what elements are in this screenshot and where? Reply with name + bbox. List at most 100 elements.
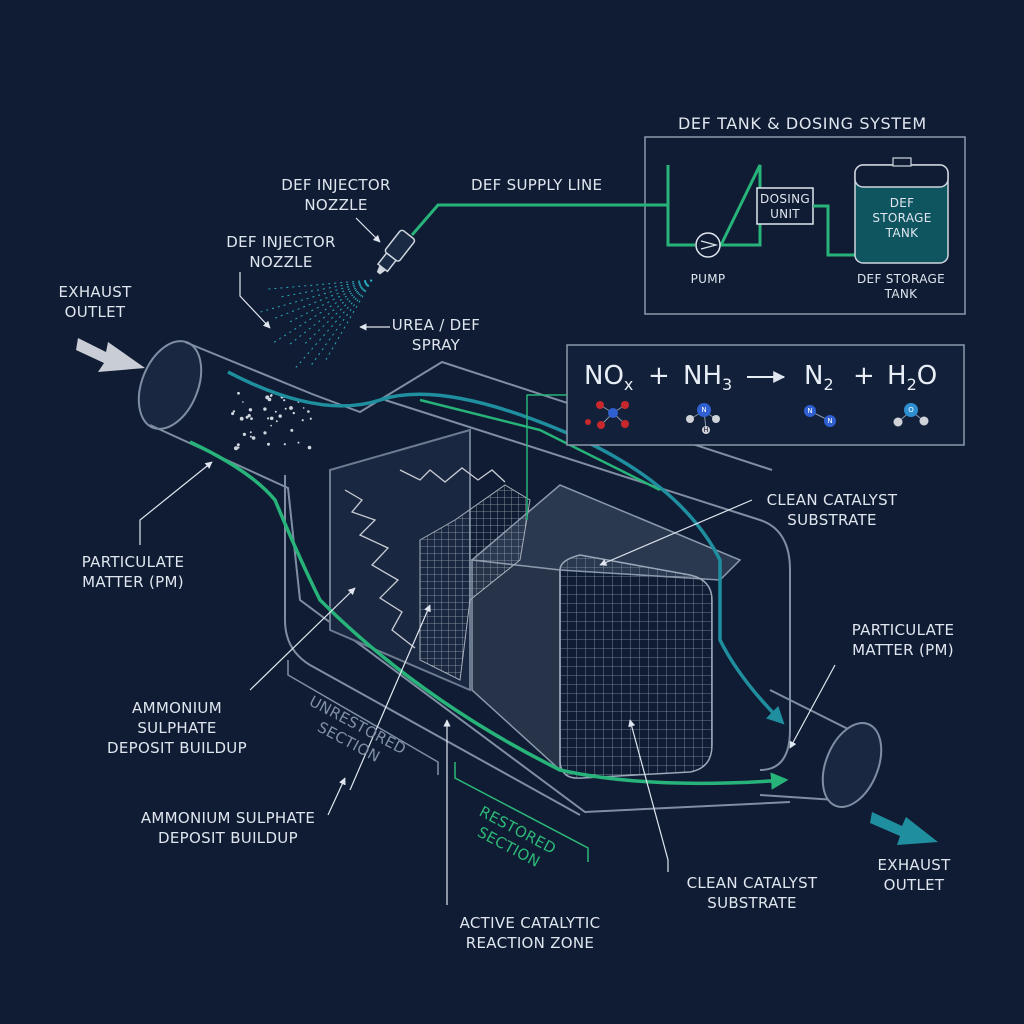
particle-dot — [289, 406, 293, 410]
particle-dot — [307, 410, 310, 413]
particle-dot — [292, 411, 295, 415]
equation-reactant-nh3: NH3 — [683, 361, 733, 395]
particle-dot — [249, 435, 252, 438]
particle-dot — [237, 391, 240, 395]
green-flow-line — [189, 440, 789, 790]
h2o-molecule-icon: O — [893, 403, 929, 427]
reaction-equation-panel: N H N N O — [526, 344, 965, 520]
equation-product-n2: N2 — [804, 361, 834, 395]
particle-dot — [309, 417, 312, 420]
def-supply-line-label: DEF SUPPLY LINE — [471, 176, 603, 194]
clean-catalyst-substrate — [470, 484, 742, 779]
particle-dot — [249, 431, 252, 434]
particle-dot — [263, 431, 267, 435]
h2o-o-atom-label: O — [908, 406, 914, 414]
particle-dot — [284, 407, 287, 410]
particle-dot — [248, 408, 253, 412]
ammonium-sulphate-deposit — [344, 467, 531, 681]
nh3-h-atom-label: H — [703, 426, 708, 434]
particle-dot — [232, 410, 236, 413]
equation-reactant-nox: NOx — [584, 361, 634, 395]
spray-stream — [257, 279, 373, 314]
particle-dot — [251, 436, 256, 440]
equation-plus-2: + — [853, 361, 875, 391]
particle-dot — [263, 407, 267, 411]
particle-dot — [267, 442, 270, 446]
equation-product-h2o: H2O — [887, 361, 938, 395]
particle-dot — [267, 397, 272, 402]
n2-atom-label-b: N — [827, 417, 832, 425]
particle-dot — [236, 443, 240, 447]
urea-spray-cone — [257, 279, 373, 371]
spray-stream — [272, 279, 373, 320]
particle-dot — [274, 410, 277, 413]
particle-dot — [283, 399, 286, 402]
particle-dot — [231, 412, 235, 416]
spray-stream — [293, 279, 373, 371]
particle-dot — [290, 428, 294, 432]
spray-stream — [302, 279, 373, 346]
green-flow-line-upper — [419, 398, 661, 492]
restored-bracket — [454, 762, 589, 862]
particle-dot — [267, 417, 270, 420]
particle-dot — [302, 407, 305, 409]
exhaust-outlet-arrow — [870, 812, 938, 845]
particle-dot — [269, 394, 273, 397]
spray-stream — [287, 279, 373, 324]
teal-flow-line — [227, 370, 785, 725]
def-system-box — [644, 136, 966, 315]
particle-dot — [283, 443, 286, 446]
unrestored-bracket — [287, 660, 439, 775]
particle-dot — [242, 401, 244, 403]
particle-dot — [250, 417, 253, 420]
spray-stream — [309, 279, 373, 368]
pump-label: PUMP — [690, 272, 726, 286]
spray-stream — [324, 279, 373, 363]
spray-stream — [278, 279, 373, 298]
exhaust-inlet-arrow — [76, 338, 145, 372]
particle-dot — [237, 446, 240, 449]
spray-stream — [265, 279, 373, 290]
particle-dot — [270, 424, 273, 427]
particle-dot — [242, 432, 246, 436]
particle-dot — [301, 419, 304, 422]
dosing-unit-box — [756, 187, 814, 225]
def-supply-line — [410, 203, 668, 236]
particle-dot — [269, 416, 274, 421]
leader-lines — [139, 217, 836, 905]
equation-plus-1: + — [648, 361, 670, 391]
spray-stream — [287, 279, 373, 347]
particle-dot — [278, 414, 282, 418]
n2-molecule-icon: N N — [804, 405, 836, 427]
def-tank-icon — [854, 157, 949, 264]
particle-dot — [247, 414, 251, 418]
nh3-molecule-icon: N H — [686, 403, 720, 434]
particle-dot — [239, 416, 244, 421]
spray-stream — [271, 279, 373, 345]
def-system-title: DEF TANK & DOSING SYSTEM — [678, 114, 927, 133]
nh3-n-atom-label: N — [701, 406, 706, 414]
particle-dot — [275, 420, 278, 423]
pump-icon — [695, 232, 721, 258]
injector-nozzle-icon — [376, 229, 416, 275]
particle-dot — [307, 445, 312, 450]
particle-dot — [297, 441, 300, 444]
particle-dot — [234, 446, 238, 451]
